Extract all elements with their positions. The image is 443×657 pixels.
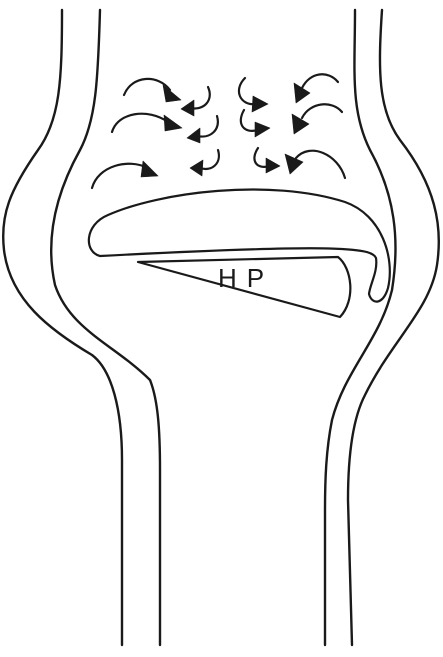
left-inner-wall bbox=[51, 10, 160, 645]
valve-leaflets bbox=[89, 189, 390, 317]
left-outer-wall bbox=[3, 10, 122, 645]
vortex-arrow-8 bbox=[292, 104, 342, 134]
vessel-walls bbox=[3, 10, 439, 645]
right-outer-wall bbox=[348, 10, 439, 645]
hp-label: HP bbox=[218, 263, 274, 293]
vortex-arrow-3 bbox=[239, 78, 268, 112]
vortex-arrow-5 bbox=[112, 114, 182, 132]
vortex-arrow-7 bbox=[241, 110, 270, 137]
vortex-arrow-11 bbox=[254, 148, 280, 173]
vortex-arrow-6 bbox=[187, 116, 218, 143]
vortex-arrow-1 bbox=[124, 79, 181, 102]
vortex-arrows bbox=[92, 74, 345, 188]
vortex-arrow-4 bbox=[294, 74, 338, 103]
vortex-arrow-2 bbox=[181, 87, 210, 116]
vortex-arrow-10 bbox=[190, 150, 219, 176]
vortex-arrow-12 bbox=[285, 151, 345, 178]
vortex-arrow-9 bbox=[92, 161, 158, 188]
